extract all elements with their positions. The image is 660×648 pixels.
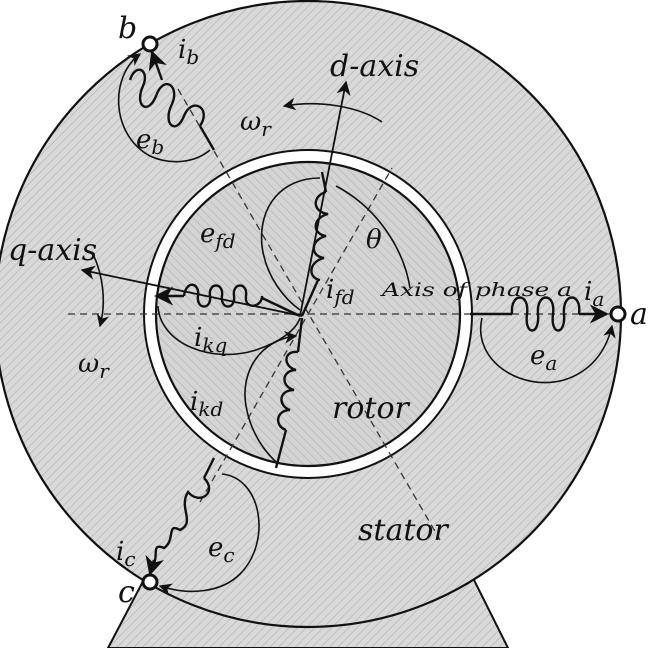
- kq-lead-right: [261, 296, 301, 318]
- omega-r-rotation-arrow-top: [282, 97, 383, 123]
- stator-label: stator: [358, 513, 449, 548]
- kd-lead-bottom: [274, 429, 288, 469]
- kq-coil: [182, 283, 264, 308]
- phase-a-coil: [510, 296, 581, 332]
- ia-label: ia: [584, 277, 604, 311]
- field-lead-top: [320, 171, 328, 193]
- omega-r-rotation-arrow-left: [91, 251, 110, 328]
- ic-label: ic: [116, 537, 136, 571]
- ec-label: ec: [208, 533, 235, 567]
- ea-voltage-arc: [479, 317, 616, 384]
- ikq-label: ikq: [194, 323, 227, 357]
- d-axis-arrow: [299, 80, 351, 317]
- ec-voltage-arc: [158, 473, 260, 596]
- axis-of-phase-a-label: Axis of phase a: [379, 279, 572, 301]
- rotor-label: rotor: [332, 391, 411, 426]
- ikd-current-arc: [244, 330, 298, 463]
- terminal-b: [141, 35, 159, 53]
- theta-angle-arc: [335, 185, 411, 289]
- eb-voltage-arc: [117, 53, 211, 163]
- ifd-label: ifd: [326, 275, 355, 309]
- phase-c-lead: [202, 457, 216, 479]
- ib-label: ib: [178, 35, 199, 69]
- terminal-b-label: b: [118, 11, 137, 46]
- phase-c-coil: [151, 477, 211, 567]
- phase-b-lead: [198, 125, 216, 151]
- phase-b-axis-line: [177, 88, 441, 541]
- ikd-label: ikd: [190, 387, 223, 421]
- phase-b-lead-out: [148, 50, 167, 81]
- efd-label: efd: [200, 219, 236, 253]
- terminal-a: [609, 305, 627, 323]
- kd-coil: [277, 350, 299, 432]
- field-lead-bottom: [300, 279, 320, 317]
- theta-label: θ: [366, 225, 382, 255]
- terminal-c-label: c: [118, 575, 135, 610]
- omega-r-label-left: ωr: [78, 349, 110, 383]
- efd-voltage-arc: [260, 177, 321, 311]
- q-axis-label: q-axis: [8, 233, 97, 268]
- eb-label: eb: [136, 125, 164, 159]
- kd-lead-top: [296, 317, 304, 353]
- phase-c-lead-out: [145, 554, 164, 576]
- field-coil: [310, 190, 329, 282]
- omega-r-label-top: ωr: [240, 107, 272, 141]
- ea-label: ea: [530, 341, 557, 375]
- terminal-a-label: a: [630, 297, 648, 332]
- q-axis-arrow: [80, 265, 303, 317]
- d-axis-label: d-axis: [330, 49, 419, 84]
- phase-b-coil: [128, 68, 205, 128]
- terminal-c: [141, 573, 159, 591]
